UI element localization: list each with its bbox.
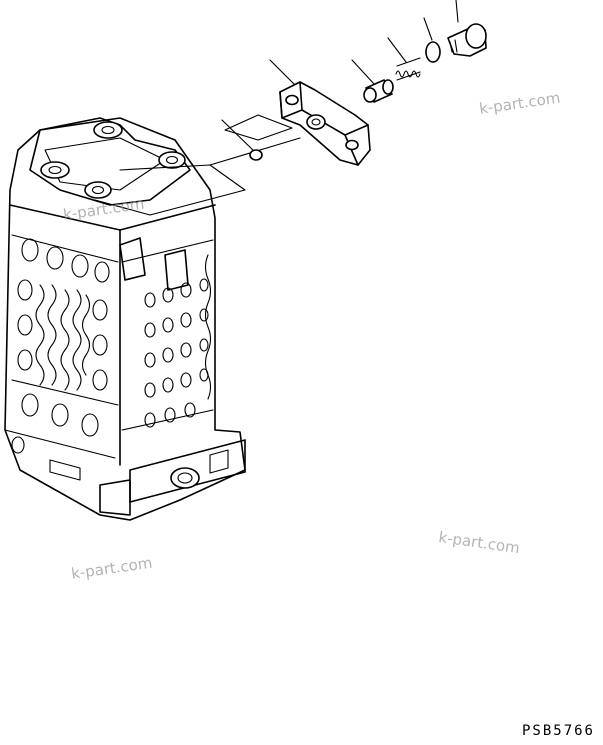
valve-plunger: [363, 79, 394, 103]
right-face-ports: [144, 254, 212, 428]
leader-lines: [94, 0, 459, 216]
bottom-flange: [49, 439, 246, 516]
o-ring-large: [425, 41, 441, 63]
drawing-code: PSB5766: [521, 723, 595, 739]
spring: [395, 57, 421, 81]
o-ring-small: [249, 149, 263, 161]
left-face-ports: [11, 238, 110, 454]
valve-cover-plate: [279, 81, 371, 166]
plug: [447, 23, 487, 57]
control-valve-body: [4, 117, 246, 521]
